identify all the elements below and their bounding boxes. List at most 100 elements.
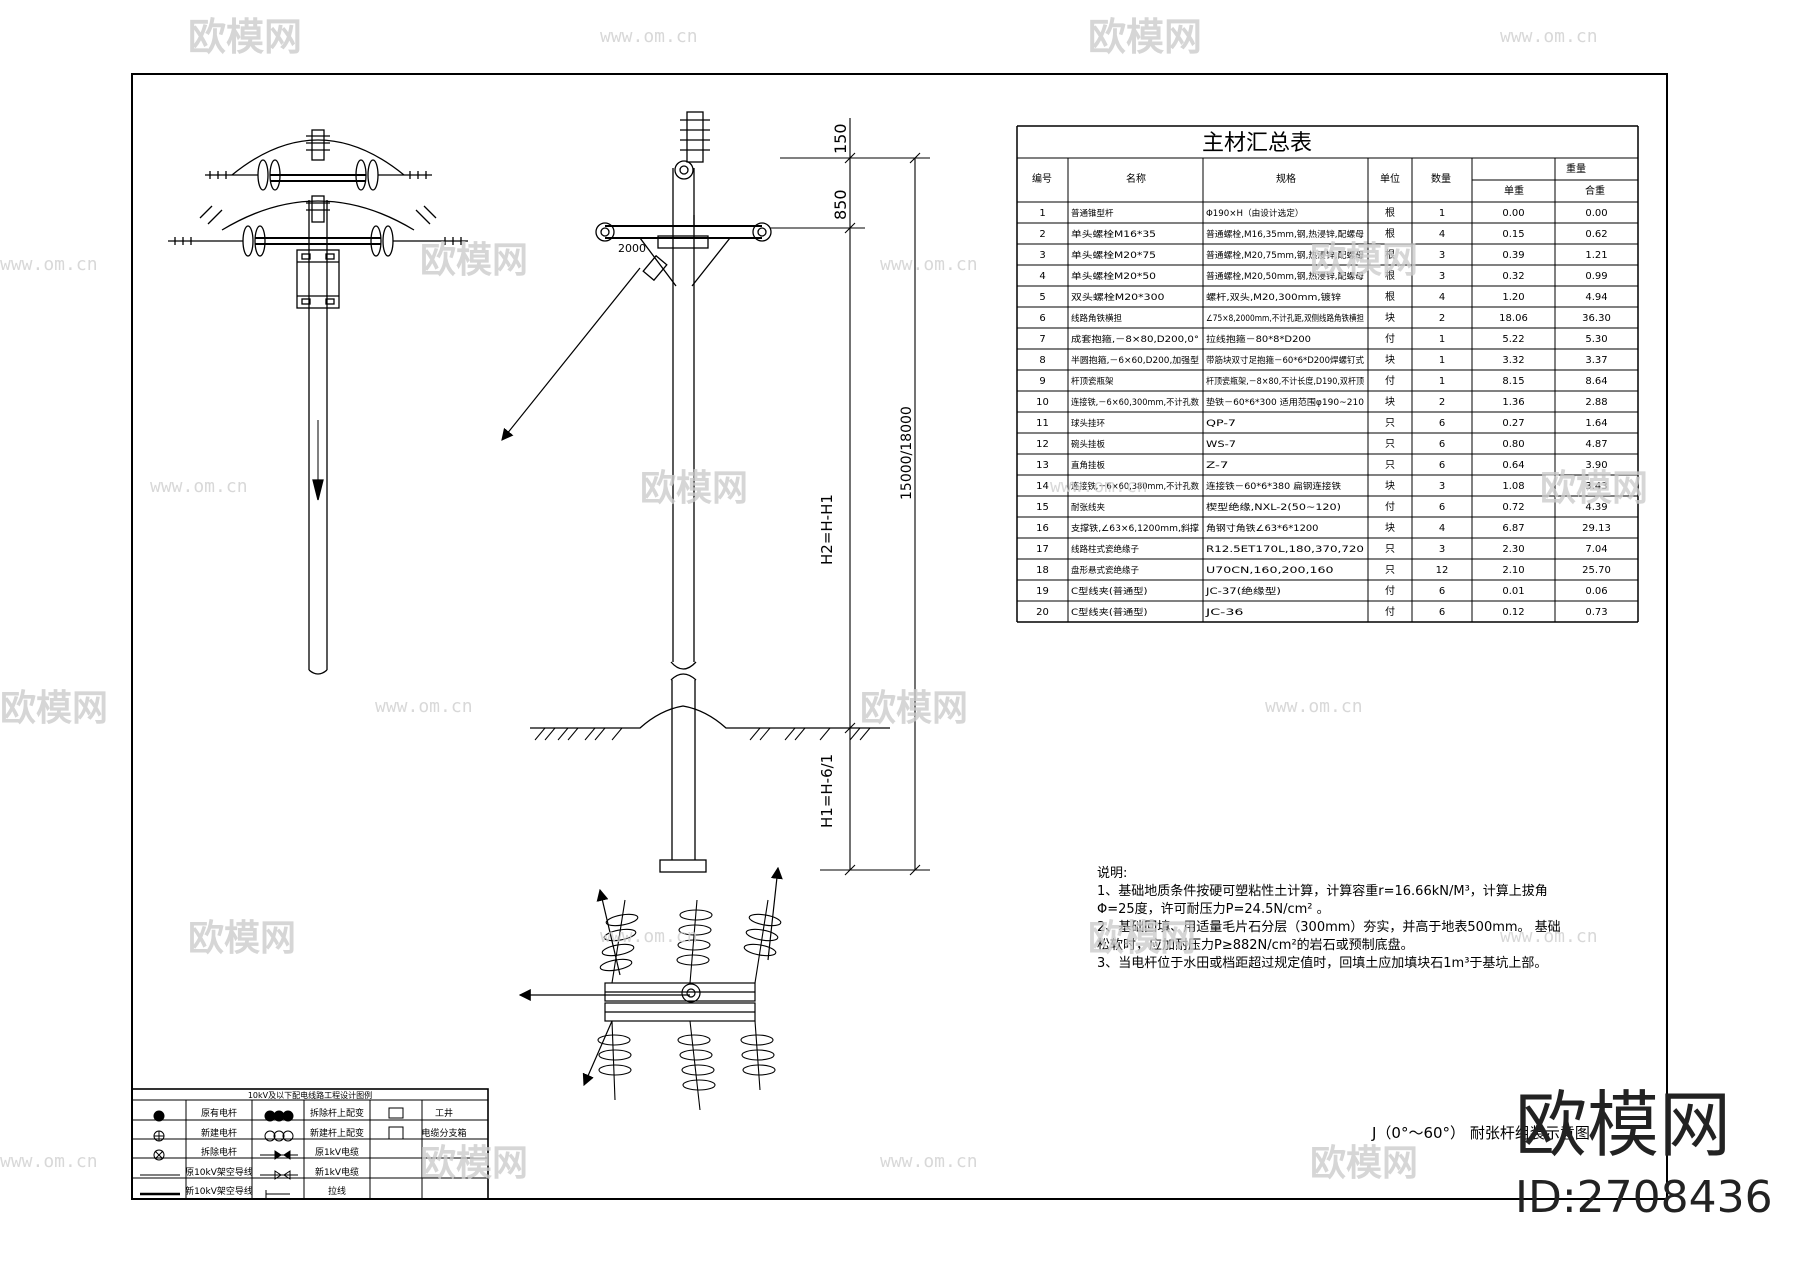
table-cell-no: 6 xyxy=(1039,313,1045,324)
brand-logo-text: 欧模网 xyxy=(1515,1083,1731,1167)
watermark-name-6: 欧模网 xyxy=(1540,468,1648,509)
watermark-url-4: www.om.cn xyxy=(880,254,978,275)
table-cell-no: 5 xyxy=(1039,292,1045,303)
table-cell-unit: 块 xyxy=(1385,354,1395,366)
table-cell-name: 线路角铁横担 xyxy=(1071,313,1122,324)
table-cell-unit: 只 xyxy=(1385,544,1395,555)
header-unit-weight: 单重 xyxy=(1504,184,1524,197)
watermark-name-3: 欧模网 xyxy=(420,240,528,281)
table-cell-unit: 根 xyxy=(1385,206,1395,219)
table-cell-qty: 6 xyxy=(1439,439,1445,450)
table-cell-no: 7 xyxy=(1039,334,1045,345)
table-cell-uw: 0.12 xyxy=(1502,607,1524,618)
legend-c2-4: 拉线 xyxy=(328,1185,346,1197)
header-unit: 单位 xyxy=(1380,172,1400,185)
header-weight: 重量 xyxy=(1566,162,1586,175)
watermark-url-6: www.om.cn xyxy=(1050,476,1148,497)
header-qty: 数量 xyxy=(1431,172,1451,185)
table-cell-spec: JC-37(绝缘型) xyxy=(1205,586,1281,597)
table-cell-uw: 0.64 xyxy=(1502,460,1524,471)
table-cell-spec: Z-7 xyxy=(1206,461,1229,471)
table-cell-spec: U70CN,160,200,160 xyxy=(1206,566,1334,576)
dim-h2: H2=H-H1 xyxy=(818,494,836,565)
legend-c1-1: 新建电杆 xyxy=(201,1127,237,1139)
notes-block: 说明: 1、基础地质条件按硬可塑粘性土计算，计算容重r=16.66kN/M³，计… xyxy=(1097,866,1561,971)
notes-line-1: 1、基础地质条件按硬可塑粘性土计算，计算容重r=16.66kN/M³，计算上拔角 xyxy=(1097,883,1548,899)
table-cell-name: 成套抱箍,－8×80,D200,0° xyxy=(1071,334,1199,345)
header-spec: 规格 xyxy=(1276,172,1296,185)
dim-h1: H1=H-6/1 xyxy=(818,754,836,828)
table-cell-uw: 1.08 xyxy=(1502,481,1524,492)
table-cell-no: 20 xyxy=(1036,607,1049,618)
table-cell-spec: 螺杆,双头,M20,300mm,镀锌 xyxy=(1206,292,1342,303)
table-cell-name: 双头螺栓M20*300 xyxy=(1071,292,1165,303)
table-cell-uw: 0.00 xyxy=(1502,208,1524,219)
table-cell-tw: 4.94 xyxy=(1585,292,1607,303)
table-cell-no: 15 xyxy=(1036,502,1049,513)
table-cell-no: 11 xyxy=(1036,418,1049,429)
watermark-name-5: 欧模网 xyxy=(640,468,748,509)
table-cell-name: 单头螺栓M20*50 xyxy=(1071,271,1156,282)
watermark-name-7: 欧模网 xyxy=(0,688,108,729)
table-cell-name: 线路柱式瓷绝缘子 xyxy=(1071,544,1139,555)
table-cell-no: 16 xyxy=(1036,523,1049,534)
notes-line-5: 3、当电杆位于水田或档距超过规定值时，回填土应加填块石1m³于基坑上部。 xyxy=(1097,955,1547,971)
dimension-lines xyxy=(770,118,930,876)
table-cell-uw: 6.87 xyxy=(1502,523,1524,534)
table-cell-spec: JC-36 xyxy=(1204,608,1243,618)
table-cell-tw: 0.00 xyxy=(1585,208,1607,219)
table-cell-spec: ∠75×8,2000mm,不计孔距,双侧线路角铁横担 xyxy=(1206,313,1364,324)
notes-title: 说明: xyxy=(1097,866,1127,881)
table-cell-uw: 5.22 xyxy=(1502,334,1524,345)
table-cell-qty: 1 xyxy=(1439,334,1445,345)
table-cell-unit: 块 xyxy=(1385,522,1395,534)
table-cell-name: 碗头挂板 xyxy=(1071,439,1105,450)
table-cell-qty: 4 xyxy=(1439,523,1445,534)
watermark-url-7: www.om.cn xyxy=(375,696,473,717)
watermark-name-12: 欧模网 xyxy=(1310,1143,1418,1184)
table-cell-name: 连接铁,－6×60,380mm,不计孔数 xyxy=(1071,481,1199,492)
dim-arm: 2000 xyxy=(618,242,646,255)
table-cell-unit: 根 xyxy=(1385,227,1395,240)
legend-c1-3: 原10kV架空导线 xyxy=(185,1166,253,1178)
table-cell-tw: 1.64 xyxy=(1585,418,1607,429)
table-cell-no: 14 xyxy=(1036,481,1049,492)
table-cell-name: 直角挂板 xyxy=(1071,460,1105,471)
table-cell-unit: 块 xyxy=(1385,480,1395,492)
table-cell-qty: 6 xyxy=(1439,586,1445,597)
table-cell-uw: 0.80 xyxy=(1502,439,1524,450)
table-cell-qty: 3 xyxy=(1439,271,1445,282)
table-cell-no: 19 xyxy=(1036,586,1049,597)
table-cell-tw: 3.37 xyxy=(1585,355,1607,366)
table-cell-tw: 36.30 xyxy=(1582,313,1611,324)
watermarks: 欧模网 欧模网 欧模网 欧模网 欧模网 欧模网 欧模网 欧模网 欧模网 欧模网 … xyxy=(0,15,1648,1184)
table-cell-tw: 7.04 xyxy=(1585,544,1607,555)
front-view-assembly xyxy=(168,129,468,675)
table-cell-unit: 付 xyxy=(1385,605,1395,618)
watermark-url-10: www.om.cn xyxy=(1500,926,1598,947)
dim-850: 850 xyxy=(831,189,850,220)
table-cell-spec: 拉线抱箍－80*8*D200 xyxy=(1206,334,1311,345)
table-cell-spec: 带筋块双寸足抱箍－60*6*D200焊螺钉式 xyxy=(1206,355,1364,366)
table-cell-unit: 只 xyxy=(1385,565,1395,576)
watermark-url-9: www.om.cn xyxy=(600,926,698,947)
table-cell-tw: 4.87 xyxy=(1585,439,1607,450)
legend-table: 10kV及以下配电线路工程设计图例 原有电杆 新建电杆 拆除电杆 原10kV架空… xyxy=(131,1088,489,1200)
notes-line-3: 2、基础回填、用适量毛片石分层（300mm）夯实，并高于地表500mm。 基础 xyxy=(1097,919,1561,935)
table-cell-no: 3 xyxy=(1039,250,1045,261)
table-cell-qty: 4 xyxy=(1439,229,1445,240)
table-cell-qty: 4 xyxy=(1439,292,1445,303)
table-cell-unit: 块 xyxy=(1385,312,1395,324)
legend-c1-0: 原有电杆 xyxy=(201,1107,237,1119)
header-no: 编号 xyxy=(1032,172,1052,185)
table-cell-uw: 0.72 xyxy=(1502,502,1524,513)
legend-c2-2: 原1kV电缆 xyxy=(315,1146,359,1158)
watermark-url-5: www.om.cn xyxy=(150,476,248,497)
table-cell-spec: 连接铁－60*6*380 扁钢连接铁 xyxy=(1206,481,1342,492)
table-cell-no: 9 xyxy=(1039,376,1045,387)
table-cell-spec: R12.5ET170L,180,370,720 xyxy=(1206,545,1364,555)
table-cell-name: 支撑铁,∠63×6,1200mm,斜撑 xyxy=(1071,523,1200,534)
table-cell-spec: QP-7 xyxy=(1206,419,1236,429)
